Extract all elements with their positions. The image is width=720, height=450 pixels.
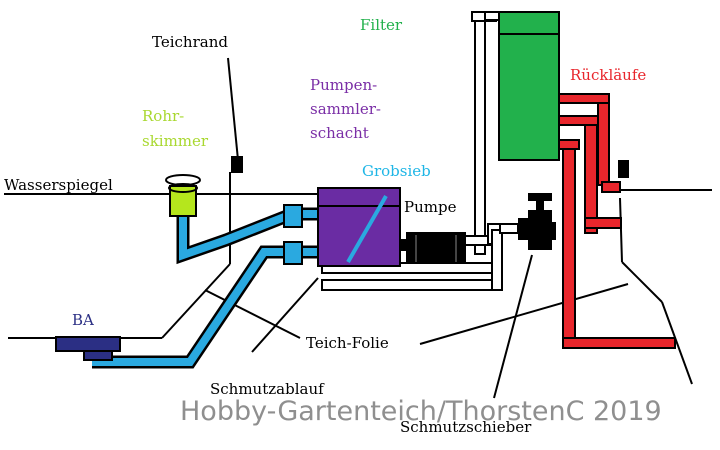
foil-pointer-1 [204,289,301,339]
pond-wall-right-line [619,197,623,263]
blue-pipes [92,204,320,369]
valve-body [528,210,552,250]
teichrand-marker-right [618,160,629,178]
ba-drain-neck [83,350,113,361]
coupling-lower [283,241,303,265]
label-pumpensammlerschacht-line1: Pumpen- [310,76,377,94]
label-schmutzablauf: Schmutzablauf [210,380,325,398]
return-bottom-horizontal [562,337,676,349]
shaft-drain-pipe-lower [321,279,503,291]
slide-valve-pointer-line [493,254,533,399]
pump-collector-shaft [317,187,401,267]
return-pipes [558,93,676,349]
label-schmutzschieber: Schmutzschieber [400,418,532,436]
pump-inlet-stub [400,239,406,251]
slide-valve [518,193,556,250]
labels: Teichrand Filter Rückläufe Rohr- skimmer… [4,16,646,436]
coupling-upper [283,204,303,228]
pipe-skimmer [165,174,201,217]
return-vertical-right [597,102,610,186]
label-grobsieb: Grobsieb [362,162,431,180]
label-teich-folie: Teich-Folie [306,334,389,352]
return-vertical-left-cap [558,139,580,150]
return-second-horizontal [558,115,602,126]
watermark-text: Hobby-Gartenteich/ThorstenC 2019 [180,396,662,427]
valve-flange-right [550,222,556,240]
pond-slope-right-line [621,261,663,303]
label-teichrand: Teichrand [152,33,228,51]
return-top-horizontal [558,93,610,104]
ba-bottom-drain [55,336,121,361]
valve-stem [536,200,544,212]
ba-drain-body [55,336,121,352]
label-rohrskimmer-line2: skimmer [142,132,209,150]
label-pumpensammlerschacht-line2: sammler- [310,100,381,118]
filter-inlet-pipe-vertical [474,17,486,255]
label-filter: Filter [360,16,403,34]
pump [400,232,466,264]
ba-pipe-outline [92,245,320,369]
label-pumpe: Pumpe [404,198,457,216]
teichrand-pointer-line [227,57,239,161]
shaft-body [317,187,401,267]
pond-outline [8,57,712,399]
label-pumpensammlerschacht-line3: schacht [310,124,369,142]
valve-feed-pipe [499,223,519,234]
filter-box [498,11,560,161]
valve-flange-left [518,218,530,240]
skimmer-rim [168,183,198,193]
valve-handle [528,193,552,201]
label-ba: BA [72,311,94,329]
label-ruecklaeufe: Rückläufe [570,66,646,84]
return-outlet-middle [584,217,622,229]
foil-pointer-2 [251,277,319,353]
return-vertical-left [562,139,576,347]
label-rohrskimmer-line1: Rohr- [142,107,184,125]
foil-pointer-3 [419,283,629,345]
return-outlet-upper [601,181,621,193]
drain-riser [491,229,503,291]
pond-bottom-right-line [661,301,693,385]
coarse-sieve [346,195,388,263]
label-wasserspiegel: Wasserspiegel [4,176,113,194]
teichrand-marker [231,156,243,173]
return-vertical-middle [584,124,598,234]
pond-wall-left-line [161,263,231,339]
